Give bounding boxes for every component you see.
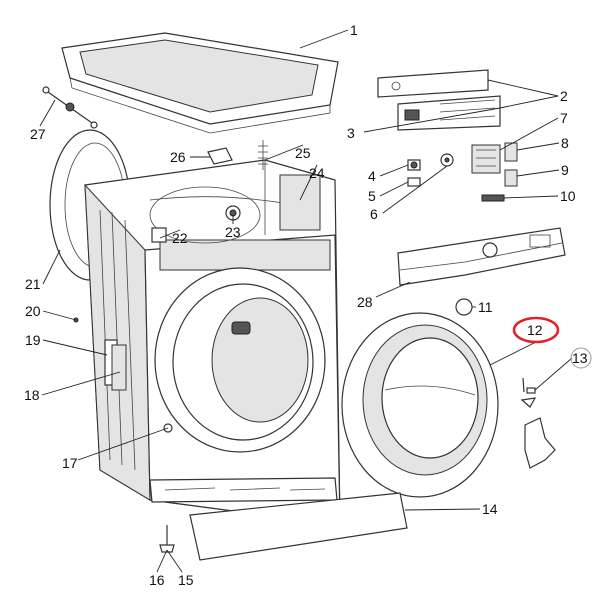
leader-line-28 <box>375 281 411 298</box>
leader-line-25 <box>264 144 304 161</box>
part-label-8[interactable]: 8 <box>561 135 569 151</box>
part-label-14[interactable]: 14 <box>482 501 498 517</box>
highlight-circle-12 <box>512 316 560 344</box>
leader-line-18 <box>41 371 121 396</box>
hinge-parts <box>520 377 556 469</box>
leader-line-20 <box>42 310 77 321</box>
part-label-4[interactable]: 4 <box>368 168 376 184</box>
part-label-10[interactable]: 10 <box>560 188 576 204</box>
leader-line-1 <box>299 29 349 49</box>
leader-line-22 <box>159 229 181 239</box>
leader-line-14 <box>404 508 481 511</box>
indicator <box>455 298 473 316</box>
leader-line-9 <box>516 169 560 177</box>
part-label-27[interactable]: 27 <box>30 126 46 142</box>
part-label-17[interactable]: 17 <box>62 455 78 471</box>
leader-line-4 <box>379 164 409 177</box>
part-label-12[interactable]: 12 <box>527 322 543 338</box>
part-label-21[interactable]: 21 <box>25 276 41 292</box>
part-label-11[interactable]: 11 <box>478 299 493 315</box>
top-lid <box>61 32 339 134</box>
part-label-22[interactable]: 22 <box>172 230 188 246</box>
leader-line-19 <box>42 339 108 356</box>
part-label-28[interactable]: 28 <box>357 294 373 310</box>
part-label-19[interactable]: 19 <box>25 332 41 348</box>
part-label-24[interactable]: 24 <box>309 165 325 181</box>
leader-line-2 <box>487 79 559 97</box>
leader-line-2 <box>499 95 559 109</box>
control-boards <box>377 69 518 202</box>
part-label-25[interactable]: 25 <box>295 145 311 161</box>
part-label-15[interactable]: 15 <box>178 572 194 588</box>
part-label-23[interactable]: 23 <box>225 224 241 240</box>
leader-line-8 <box>516 142 560 151</box>
part-label-13[interactable]: 13 <box>572 350 588 366</box>
part-label-20[interactable]: 20 <box>25 303 41 319</box>
leader-line-6 <box>382 165 448 214</box>
leader-line-16 <box>156 549 168 573</box>
leader-line-17 <box>77 427 169 461</box>
part-label-1[interactable]: 1 <box>350 22 358 38</box>
leader-line-7 <box>499 117 559 151</box>
leader-line-21 <box>42 249 61 285</box>
leader-line-13 <box>534 357 573 391</box>
leader-line-3 <box>363 107 501 133</box>
leader-line-24 <box>299 164 318 201</box>
part-label-3[interactable]: 3 <box>347 125 355 141</box>
feet <box>159 525 175 553</box>
part-label-2[interactable]: 2 <box>560 88 568 104</box>
leader-line-5 <box>379 181 409 197</box>
leader-lines <box>39 29 573 573</box>
cabinet <box>84 159 341 526</box>
leader-line-10 <box>503 195 559 199</box>
door <box>341 312 499 498</box>
kickplate <box>189 492 408 561</box>
part-label-5[interactable]: 5 <box>368 188 376 204</box>
leader-line-27 <box>39 99 56 127</box>
part-label-16[interactable]: 16 <box>149 572 165 588</box>
part-labels: 1 2 3 4 5 6 7 8 9 10 11 12 13 14 15 16 1… <box>24 22 588 588</box>
part-label-9[interactable]: 9 <box>561 162 569 178</box>
part-label-18[interactable]: 18 <box>24 387 40 403</box>
leader-line-15 <box>166 549 183 573</box>
leader-line-12 <box>489 341 537 366</box>
callout-circle-13 <box>570 347 592 369</box>
part-label-26[interactable]: 26 <box>170 149 186 165</box>
shock-absorber <box>42 86 98 129</box>
control-panel <box>397 227 566 286</box>
inner-parts <box>73 140 321 433</box>
part-label-6[interactable]: 6 <box>370 206 378 222</box>
part-label-7[interactable]: 7 <box>560 110 568 126</box>
